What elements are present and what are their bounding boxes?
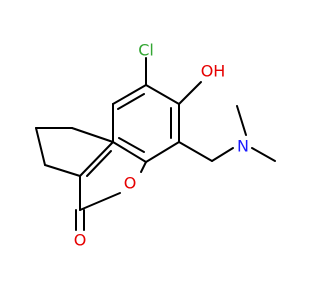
atom-label-layer: Cl OH N O O	[74, 41, 249, 250]
bond-c5a-o	[140, 161, 147, 173]
bond-c5a-c6	[145, 141, 180, 163]
bond-n-methyl-upper	[236, 105, 247, 136]
ring-oxygen-label: O	[124, 174, 137, 193]
bond-c1-c9b	[71, 127, 114, 143]
bond-c8-c8a-inner	[117, 93, 145, 110]
hydroxyl-label: OH	[201, 62, 226, 81]
bond-c7-c8	[145, 84, 180, 105]
bond-ch2-n	[211, 147, 234, 162]
bond-c9a-c5a-inner	[118, 137, 145, 153]
bond-c3a-c3	[44, 164, 81, 177]
carbonyl-oxygen-label: O	[74, 231, 87, 250]
bond-o-c4	[79, 192, 121, 211]
bond-layer	[35, 57, 276, 231]
bond-c3-c2	[35, 127, 46, 166]
structure-canvas: Cl OH N O O	[0, 0, 300, 300]
bond-c7-oh	[178, 81, 202, 105]
bond-c9a-c5a	[112, 141, 147, 163]
bond-c3a-c9b	[79, 141, 114, 177]
nitrogen-label: N	[237, 137, 249, 156]
bond-c3a-c9b-inner	[86, 150, 112, 177]
bond-n-methyl-right	[251, 147, 276, 162]
bond-c6-ch2	[178, 141, 213, 162]
bond-c8-c8a	[112, 84, 147, 105]
chlorine-label: Cl	[138, 41, 154, 60]
background	[0, 0, 300, 300]
